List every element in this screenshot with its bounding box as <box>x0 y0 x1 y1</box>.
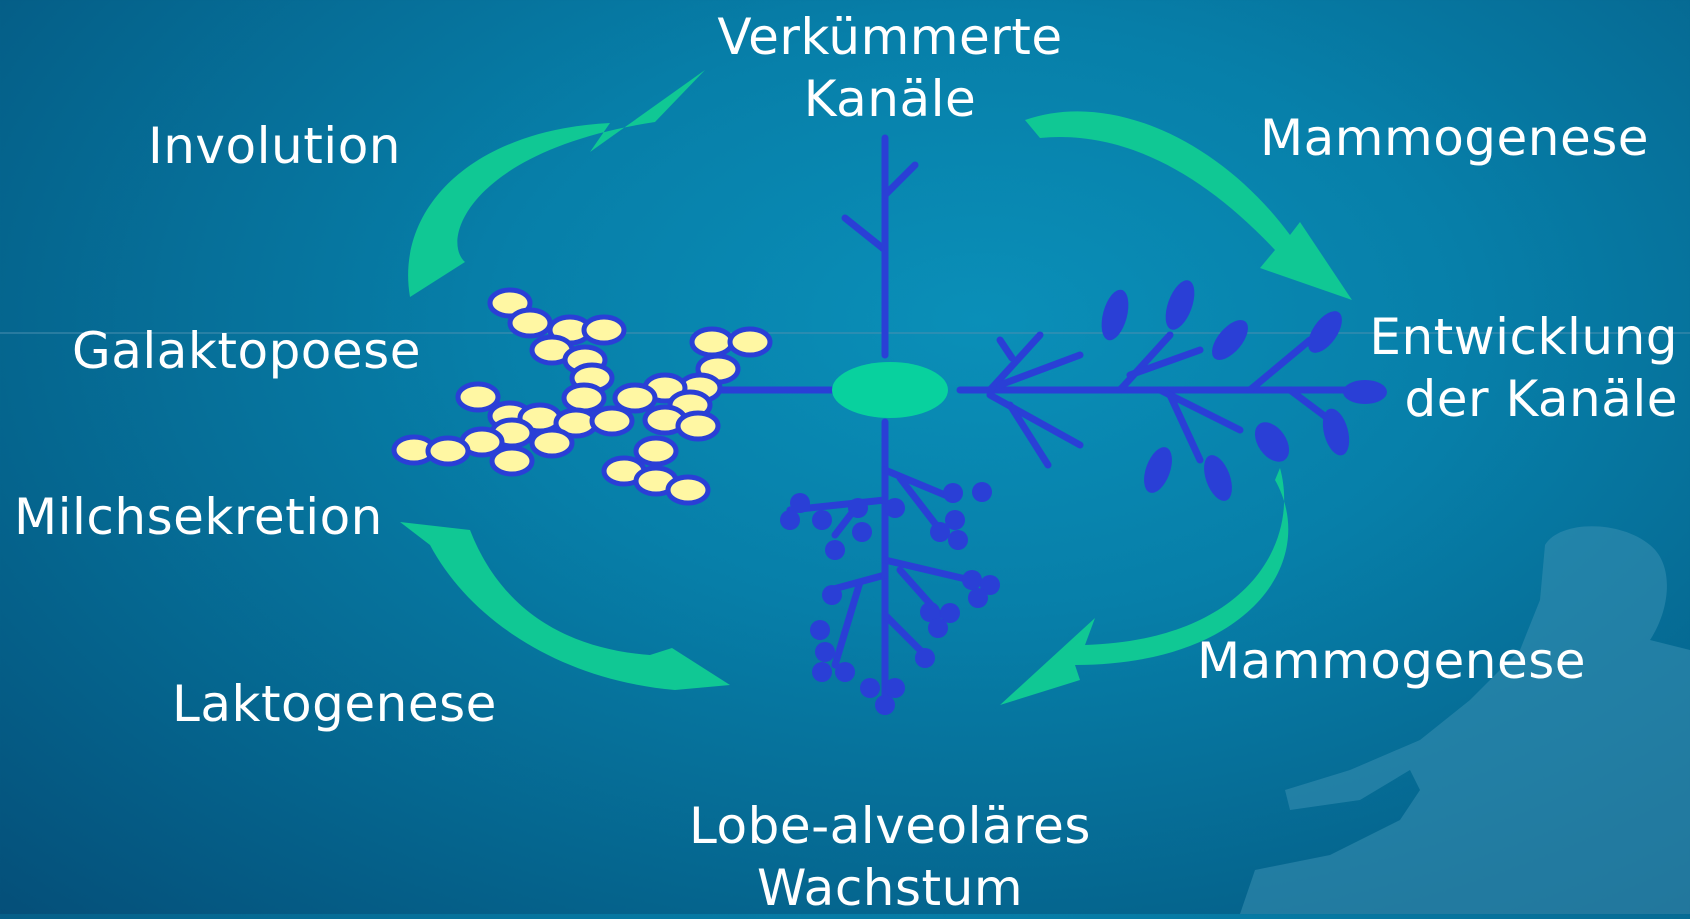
label-galaktopoese: Galaktopoese <box>72 320 421 382</box>
label-lobe-line2: Wachstum <box>640 857 1140 919</box>
arrow-laktogenese <box>400 522 730 690</box>
label-entwicklung-line2: der Kanäle <box>1300 368 1678 430</box>
label-lobe-line1: Lobe-alveoläres <box>640 795 1140 857</box>
label-lobe-alveolaeres-wachstum: Lobe-alveoläres Wachstum <box>640 795 1140 919</box>
center-nipple <box>832 362 948 418</box>
label-verkuemmerte-line1: Verkümmerte <box>680 6 1100 68</box>
label-entwicklung-der-kanaele: Entwicklung der Kanäle <box>1300 306 1678 430</box>
label-milchsekretion: Milchsekretion <box>14 486 383 548</box>
label-involution: Involution <box>148 115 401 177</box>
label-mammogenese-bottom: Mammogenese <box>1197 630 1586 692</box>
label-verkuemmerte-kanaele: Verkümmerte Kanäle <box>680 6 1100 130</box>
label-verkuemmerte-line2: Kanäle <box>680 68 1100 130</box>
alveolar-buds <box>780 482 1000 715</box>
label-entwicklung-line1: Entwicklung <box>1300 306 1678 368</box>
label-laktogenese: Laktogenese <box>172 673 497 735</box>
label-mammogenese-top: Mammogenese <box>1260 107 1649 169</box>
arrow-involution <box>408 70 705 297</box>
alveoli-cluster <box>394 290 770 503</box>
